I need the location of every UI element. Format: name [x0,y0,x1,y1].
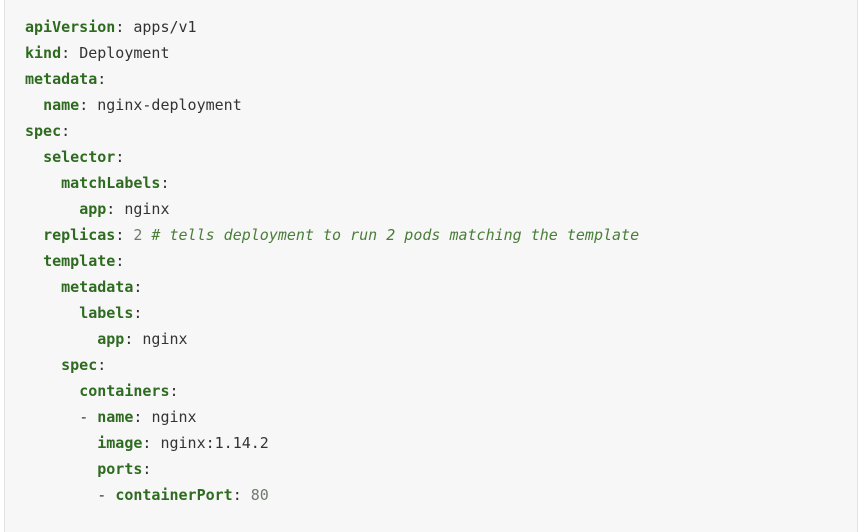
token-indent [25,382,79,400]
token-key: app [79,200,107,218]
token-value: nginx [124,200,170,218]
token-key: metadata [61,278,134,296]
token-indent [25,434,97,452]
token-colon: : [133,304,143,322]
token-colon: : [97,70,107,88]
token-colon: : [160,174,170,192]
token-key: replicas [43,226,116,244]
token-key: spec [61,356,98,374]
code-line: metadata: [5,66,857,92]
token-key: labels [79,304,134,322]
token-colon: : [133,278,143,296]
token-colon: : [142,434,152,452]
token-key: name [97,408,134,426]
token-value: apps/v1 [133,18,197,36]
token-key: selector [43,148,116,166]
token-key: name [43,96,80,114]
token-indent [25,226,43,244]
token-colon: : [97,356,107,374]
token-key: ports [97,460,143,478]
token-space [115,200,124,218]
token-space [242,486,251,504]
token-indent [25,174,61,192]
code-line: ports: [5,456,857,482]
code-line: matchLabels: [5,170,857,196]
token-key: app [97,330,125,348]
token-colon: : [124,330,134,348]
code-line: labels: [5,300,857,326]
token-value: nginx [151,408,197,426]
token-value: nginx [142,330,188,348]
token-colon: : [232,486,242,504]
token-indent [25,252,43,270]
token-colon: : [169,382,179,400]
token-key: template [43,252,116,270]
token-indent [25,96,43,114]
token-indent [25,330,97,348]
token-indent [25,356,61,374]
token-indent [25,460,97,478]
code-line: apiVersion: apps/v1 [5,14,857,40]
code-line: name: nginx-deployment [5,92,857,118]
code-line: kind: Deployment [5,40,857,66]
token-indent [25,200,79,218]
token-space [70,44,79,62]
token-number: 2 [133,226,143,244]
code-line: template: [5,248,857,274]
token-key: spec [25,122,62,140]
code-line: selector: [5,144,857,170]
token-key: kind [25,44,62,62]
token-indent [25,304,79,322]
code-line: app: nginx [5,326,857,352]
token-colon: : [61,44,71,62]
token-space [88,96,97,114]
code-line: spec: [5,118,857,144]
token-colon: : [133,408,143,426]
token-indent [25,148,43,166]
token-indent [25,408,79,426]
token-colon: : [142,460,152,478]
token-dash: - [97,486,116,504]
token-value: nginx-deployment [97,96,242,114]
token-number: 80 [250,486,269,504]
token-key: containerPort [115,486,233,504]
code-line: - name: nginx [5,404,857,430]
token-key: metadata [25,70,98,88]
token-value: Deployment [79,44,170,62]
code-line: replicas: 2 # tells deployment to run 2 … [5,222,857,248]
token-colon: : [115,148,125,166]
code-line: app: nginx [5,196,857,222]
token-colon: : [115,18,125,36]
token-colon: : [106,200,116,218]
code-line: image: nginx:1.14.2 [5,430,857,456]
token-dash: - [79,408,98,426]
token-key: apiVersion [25,18,116,36]
token-comment: # tells deployment to run 2 pods matchin… [142,226,640,244]
token-key: image [97,434,143,452]
code-line: spec: [5,352,857,378]
code-line: - containerPort: 80 [5,482,857,508]
token-colon: : [115,252,125,270]
code-line: containers: [5,378,857,404]
token-colon: : [79,96,89,114]
token-key: matchLabels [61,174,161,192]
token-key: containers [79,382,170,400]
token-value: nginx:1.14.2 [160,434,269,452]
token-colon: : [115,226,125,244]
token-indent [25,486,97,504]
code-line: metadata: [5,274,857,300]
token-colon: : [61,122,71,140]
token-indent [25,278,61,296]
